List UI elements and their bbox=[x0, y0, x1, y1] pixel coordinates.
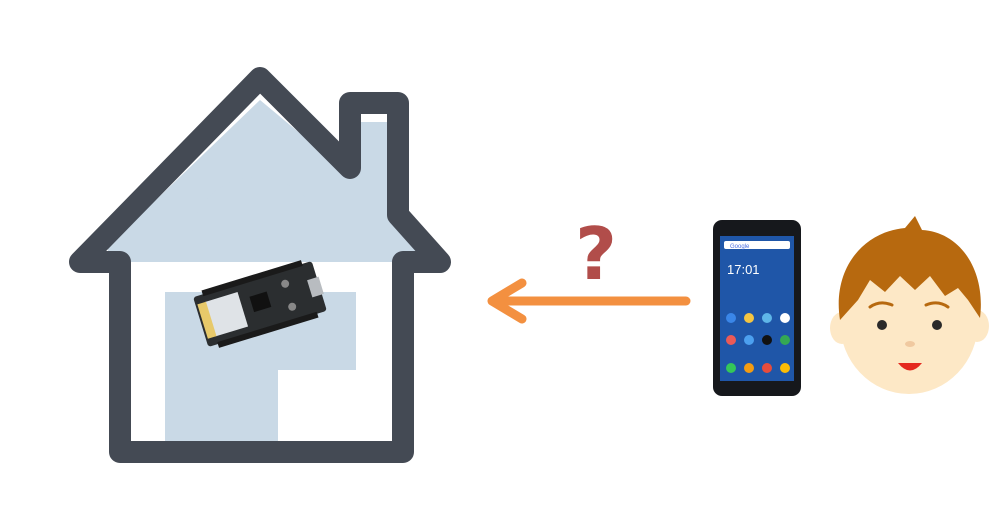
esp8266-board bbox=[193, 260, 327, 348]
phone-app-icon bbox=[726, 313, 736, 323]
phone-app-icon bbox=[780, 335, 790, 345]
house-icon bbox=[69, 67, 451, 463]
board-button bbox=[281, 279, 290, 288]
phone-dock-icon bbox=[726, 363, 736, 373]
phone-app-icon bbox=[726, 335, 736, 345]
phone-app-icon bbox=[780, 313, 790, 323]
board-antenna bbox=[197, 301, 217, 339]
phone-dock-icon bbox=[744, 363, 754, 373]
phone-app-icon bbox=[762, 313, 772, 323]
face-mouth bbox=[898, 363, 922, 371]
face-hair bbox=[838, 216, 981, 320]
phone-app-icon bbox=[744, 335, 754, 345]
house-window-arch bbox=[192, 177, 322, 237]
arrow-head bbox=[487, 278, 527, 324]
face-eye-right bbox=[932, 320, 942, 330]
house-outline bbox=[69, 67, 451, 463]
board-pin-row-top bbox=[201, 260, 303, 297]
phone-clock: 17:01 bbox=[727, 262, 760, 277]
face-eye-left bbox=[877, 320, 887, 330]
board-wifi-module bbox=[205, 292, 249, 337]
board-chip bbox=[249, 291, 272, 313]
face-eyebrow-right bbox=[924, 301, 950, 309]
face-eyebrow-left bbox=[868, 301, 894, 309]
face-nose bbox=[905, 341, 915, 347]
phone-app-icon bbox=[744, 313, 754, 323]
board-pin-row-bottom bbox=[217, 311, 319, 348]
board-button-2 bbox=[288, 302, 297, 311]
arrow-icon bbox=[487, 278, 691, 324]
phone-dock-icon bbox=[780, 363, 790, 373]
boy-face-icon bbox=[830, 216, 989, 394]
phone-search-bar bbox=[724, 241, 790, 249]
phone-app-grid bbox=[726, 313, 790, 373]
phone-app-icon bbox=[762, 335, 772, 345]
phone-search-text: Google bbox=[730, 244, 750, 250]
phone-dock-icon bbox=[762, 363, 772, 373]
phone-screen bbox=[720, 236, 794, 381]
board-usb-port bbox=[307, 276, 324, 298]
smartphone-icon bbox=[713, 220, 801, 396]
question-mark-icon: ? bbox=[575, 212, 617, 296]
